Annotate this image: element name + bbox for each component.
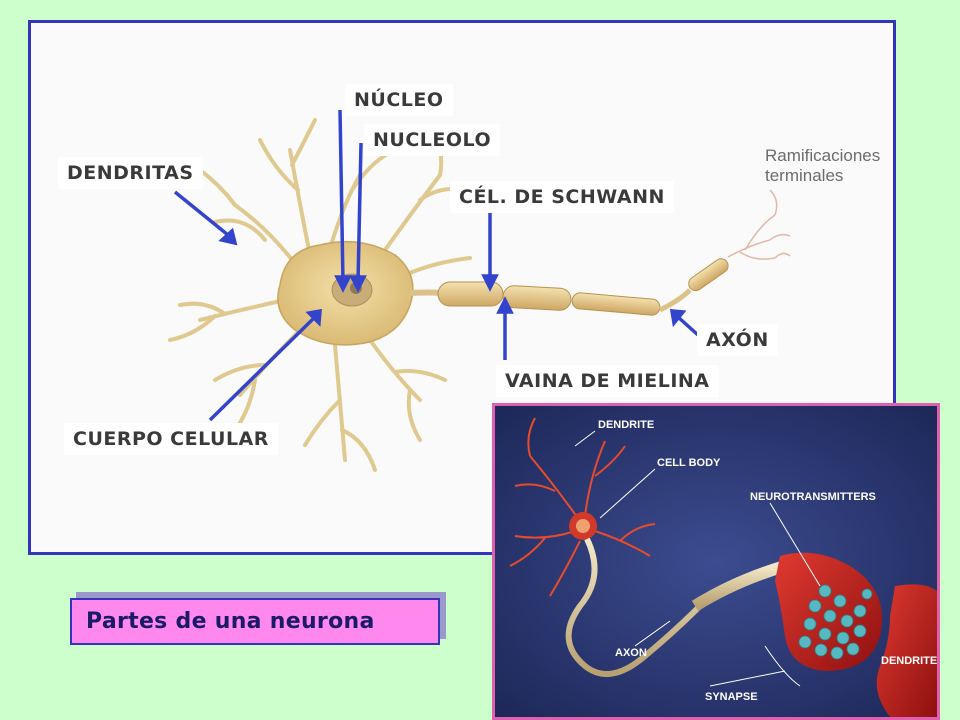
label-myelin-sheath: VAINA DE MIELINA — [496, 365, 719, 397]
terminal-branches-caption: Ramificaciones terminales — [765, 146, 880, 185]
label-dendrites: DENDRITAS — [58, 157, 203, 189]
label-nucleolus: NUCLEOLO — [364, 124, 501, 156]
label-cell-body: CUERPO CELULAR — [64, 423, 278, 455]
inset-label-synapse: SYNAPSE — [705, 691, 758, 703]
inset-label-axon: AXON — [615, 647, 647, 659]
dendrites — [168, 118, 472, 472]
inset-label-neurotransmitters: NEUROTRANSMITTERS — [750, 491, 876, 503]
terminal-branches — [727, 189, 791, 260]
pointer-arrows — [173, 109, 700, 422]
label-schwann-cell: CÉL. DE SCHWANN — [450, 181, 674, 213]
axon-shape — [409, 258, 729, 316]
label-nucleus: NÚCLEO — [345, 84, 453, 116]
label-axon: AXÓN — [697, 324, 778, 356]
caption-line-2: terminales — [765, 166, 843, 185]
inset-neuron-image: DENDRITE CELL BODY NEUROTRANSMITTERS AXO… — [492, 403, 940, 720]
inset-label-dendrite-bottom: DENDRITE — [881, 655, 937, 667]
inset-illustration: DENDRITE CELL BODY NEUROTRANSMITTERS AXO… — [495, 406, 937, 717]
caption-line-1: Ramificaciones — [765, 146, 880, 165]
inset-label-cell-body: CELL BODY — [657, 457, 721, 469]
inset-label-dendrite-top: DENDRITE — [598, 419, 654, 431]
caption-title: Partes de una neurona — [70, 598, 440, 645]
